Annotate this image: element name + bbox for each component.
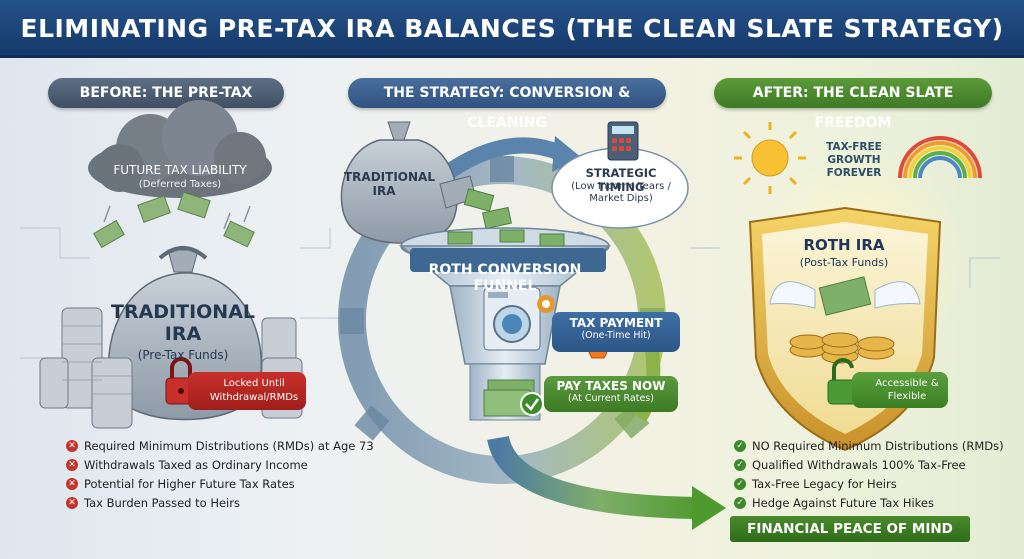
section-after-header: AFTER: THE CLEAN SLATE FREEDOM (714, 78, 992, 131)
arrow-icon (487, 435, 701, 519)
calculator-icon (607, 121, 639, 161)
check-icon: ✓ (734, 496, 746, 509)
page-title: ELIMINATING PRE-TAX IRA BALANCES (THE CL… (0, 0, 1024, 58)
sun-icon (734, 122, 806, 194)
x-icon: ✕ (66, 477, 78, 490)
traditional-ira-subtitle: (Pre-Tax Funds) (137, 348, 229, 362)
check-icon: ✓ (734, 477, 746, 490)
tax-payment-box: TAX PAYMENT (One-Time Hit) (552, 312, 680, 352)
check-icon: ✓ (734, 458, 746, 471)
list-item: ✕Withdrawals Taxed as Ordinary Income (66, 455, 374, 474)
list-item: ✕Tax Burden Passed to Heirs (66, 493, 374, 512)
cloud-icon (88, 100, 272, 198)
falling-bills-icon (93, 191, 255, 249)
accessible-badge: Accessible & Flexible (852, 372, 948, 408)
timing-subtitle: (Low Income Years / Market Dips) (571, 181, 671, 204)
strategy-traditional-ira-label: TRADITIONAL IRA (344, 170, 435, 198)
x-icon: ✕ (66, 496, 78, 509)
locked-badge: Locked Until Withdrawal/RMDs (188, 372, 306, 410)
falling-bills-icon (463, 188, 512, 230)
before-list: ✕Required Minimum Distributions (RMDs) a… (66, 436, 374, 512)
tax-payment-title: TAX PAYMENT (569, 316, 663, 330)
roth-ira-subtitle: (Post-Tax Funds) (799, 256, 889, 269)
tax-free-growth-text: TAX-FREE GROWTH FOREVER (826, 141, 882, 179)
coin-stack-icon (789, 332, 895, 364)
x-icon: ✕ (66, 439, 78, 452)
cloud-subtitle: (Deferred Taxes) (138, 179, 222, 190)
list-item: ✓Hedge Against Future Tax Hikes (734, 493, 1004, 512)
funnel-label: ROTH CONVERSION FUNNEL (428, 262, 582, 294)
falling-bills-icon (447, 229, 565, 247)
list-item: ✕Required Minimum Distributions (RMDs) a… (66, 436, 374, 455)
section-strategy-header: THE STRATEGY: CONVERSION & CLEANING (348, 78, 666, 131)
list-item: ✕Potential for Higher Future Tax Rates (66, 474, 374, 493)
coin-stack-icon (39, 307, 303, 429)
wings-icon (769, 281, 921, 309)
gear-icon (537, 295, 555, 313)
rainbow-icon (898, 136, 982, 179)
timing-title: STRATEGIC TIMING (585, 166, 657, 194)
pay-taxes-now-box: PAY TAXES NOW (At Current Rates) (544, 376, 678, 412)
money-bag-icon (340, 121, 477, 244)
after-list: ✓NO Required Minimum Distributions (RMDs… (734, 436, 1004, 512)
roth-ira-title: ROTH IRA (803, 236, 885, 254)
list-item: ✓Tax-Free Legacy for Heirs (734, 474, 1004, 493)
traditional-ira-title: TRADITIONAL IRA (110, 301, 256, 345)
financial-peace-banner: FINANCIAL PEACE OF MIND (730, 516, 970, 542)
pay-taxes-now-subtitle: (At Current Rates) (568, 393, 654, 404)
washing-machine-icon (483, 287, 541, 351)
cloud-title: FUTURE TAX LIABILITY (113, 163, 247, 177)
list-item: ✓Qualified Withdrawals 100% Tax-Free (734, 455, 1004, 474)
list-item: ✓NO Required Minimum Distributions (RMDs… (734, 436, 1004, 455)
tax-payment-subtitle: (One-Time Hit) (581, 330, 651, 341)
check-icon (520, 392, 544, 416)
rain-lines (103, 205, 251, 230)
x-icon: ✕ (66, 458, 78, 471)
pay-taxes-now-title: PAY TAXES NOW (556, 379, 666, 393)
check-icon: ✓ (734, 439, 746, 452)
